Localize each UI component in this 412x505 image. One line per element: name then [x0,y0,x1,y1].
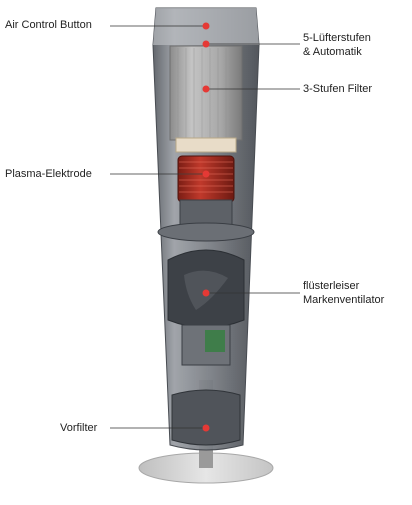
label-filter: 3-Stufen Filter [303,83,373,95]
label-prefilter: Vorfilter [60,422,98,434]
label-fan-line1: flüsterleiser [303,280,360,292]
label-fan-line2: Markenventilator [303,294,385,306]
marker-plasma [202,170,210,178]
plasma-coil [177,155,235,203]
markers [202,22,210,432]
prefilter-chamber [171,389,241,446]
circuit-chip [205,330,225,352]
filter-base [175,137,237,153]
label-plasma: Plasma-Elektrode [5,168,92,180]
label-fan-levels-line2: & Automatik [303,46,362,58]
coil-holder [179,199,233,227]
marker-prefilter [202,424,210,432]
marker-air-control [202,22,210,30]
marker-fan [202,289,210,297]
label-air-control: Air Control Button [5,19,92,31]
marker-filter [202,85,210,93]
marker-fan-levels [202,40,210,48]
leader-lines [110,25,300,429]
label-fan-levels-line1: 5-Lüfterstufen [303,32,371,44]
filter-pleats [177,48,235,138]
filter-cartridge [169,45,243,141]
mid-disc [157,222,255,242]
